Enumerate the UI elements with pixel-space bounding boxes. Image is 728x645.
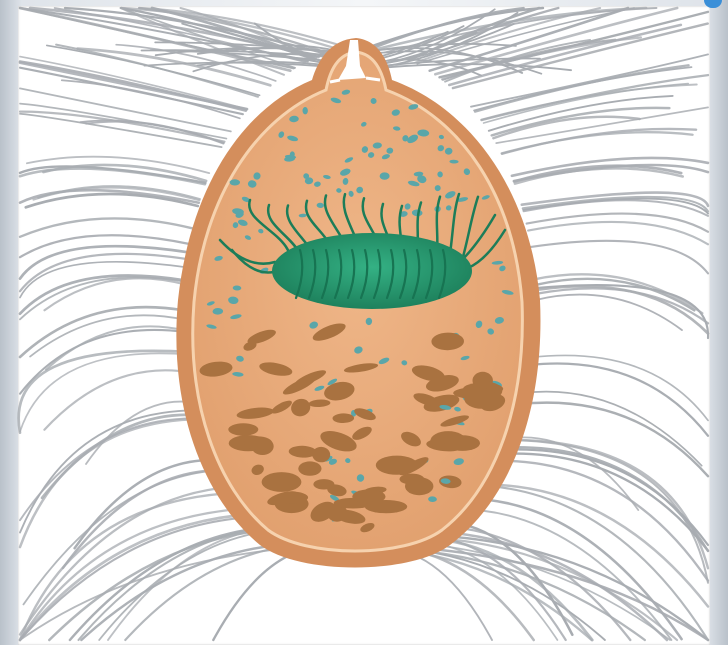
cilium bbox=[500, 450, 708, 545]
cilium bbox=[535, 286, 708, 333]
cilium bbox=[45, 278, 186, 310]
granule-brown bbox=[228, 423, 258, 435]
cilium bbox=[26, 194, 198, 207]
cilium bbox=[20, 88, 231, 131]
granule-brown bbox=[405, 477, 433, 495]
granule-teal bbox=[230, 179, 240, 185]
cilium bbox=[20, 218, 192, 236]
cilium bbox=[42, 415, 205, 498]
granule-brown bbox=[276, 492, 308, 504]
cilium bbox=[80, 120, 223, 142]
cilium bbox=[535, 288, 708, 323]
granule-brown bbox=[365, 500, 407, 513]
granule-brown bbox=[313, 479, 334, 489]
cilium bbox=[529, 363, 708, 435]
cilium bbox=[505, 440, 708, 568]
granule-brown bbox=[298, 461, 321, 475]
granule-brown bbox=[244, 436, 272, 449]
granule-brown bbox=[262, 472, 302, 492]
cilium bbox=[523, 197, 708, 212]
granule-brown bbox=[453, 387, 495, 398]
cilium bbox=[502, 132, 693, 153]
cilium bbox=[20, 169, 205, 185]
granule-brown bbox=[376, 456, 418, 475]
cilium bbox=[530, 355, 708, 420]
cilium bbox=[20, 307, 185, 357]
granule-brown bbox=[445, 435, 480, 451]
cilium bbox=[531, 241, 708, 274]
cilium bbox=[20, 112, 225, 142]
